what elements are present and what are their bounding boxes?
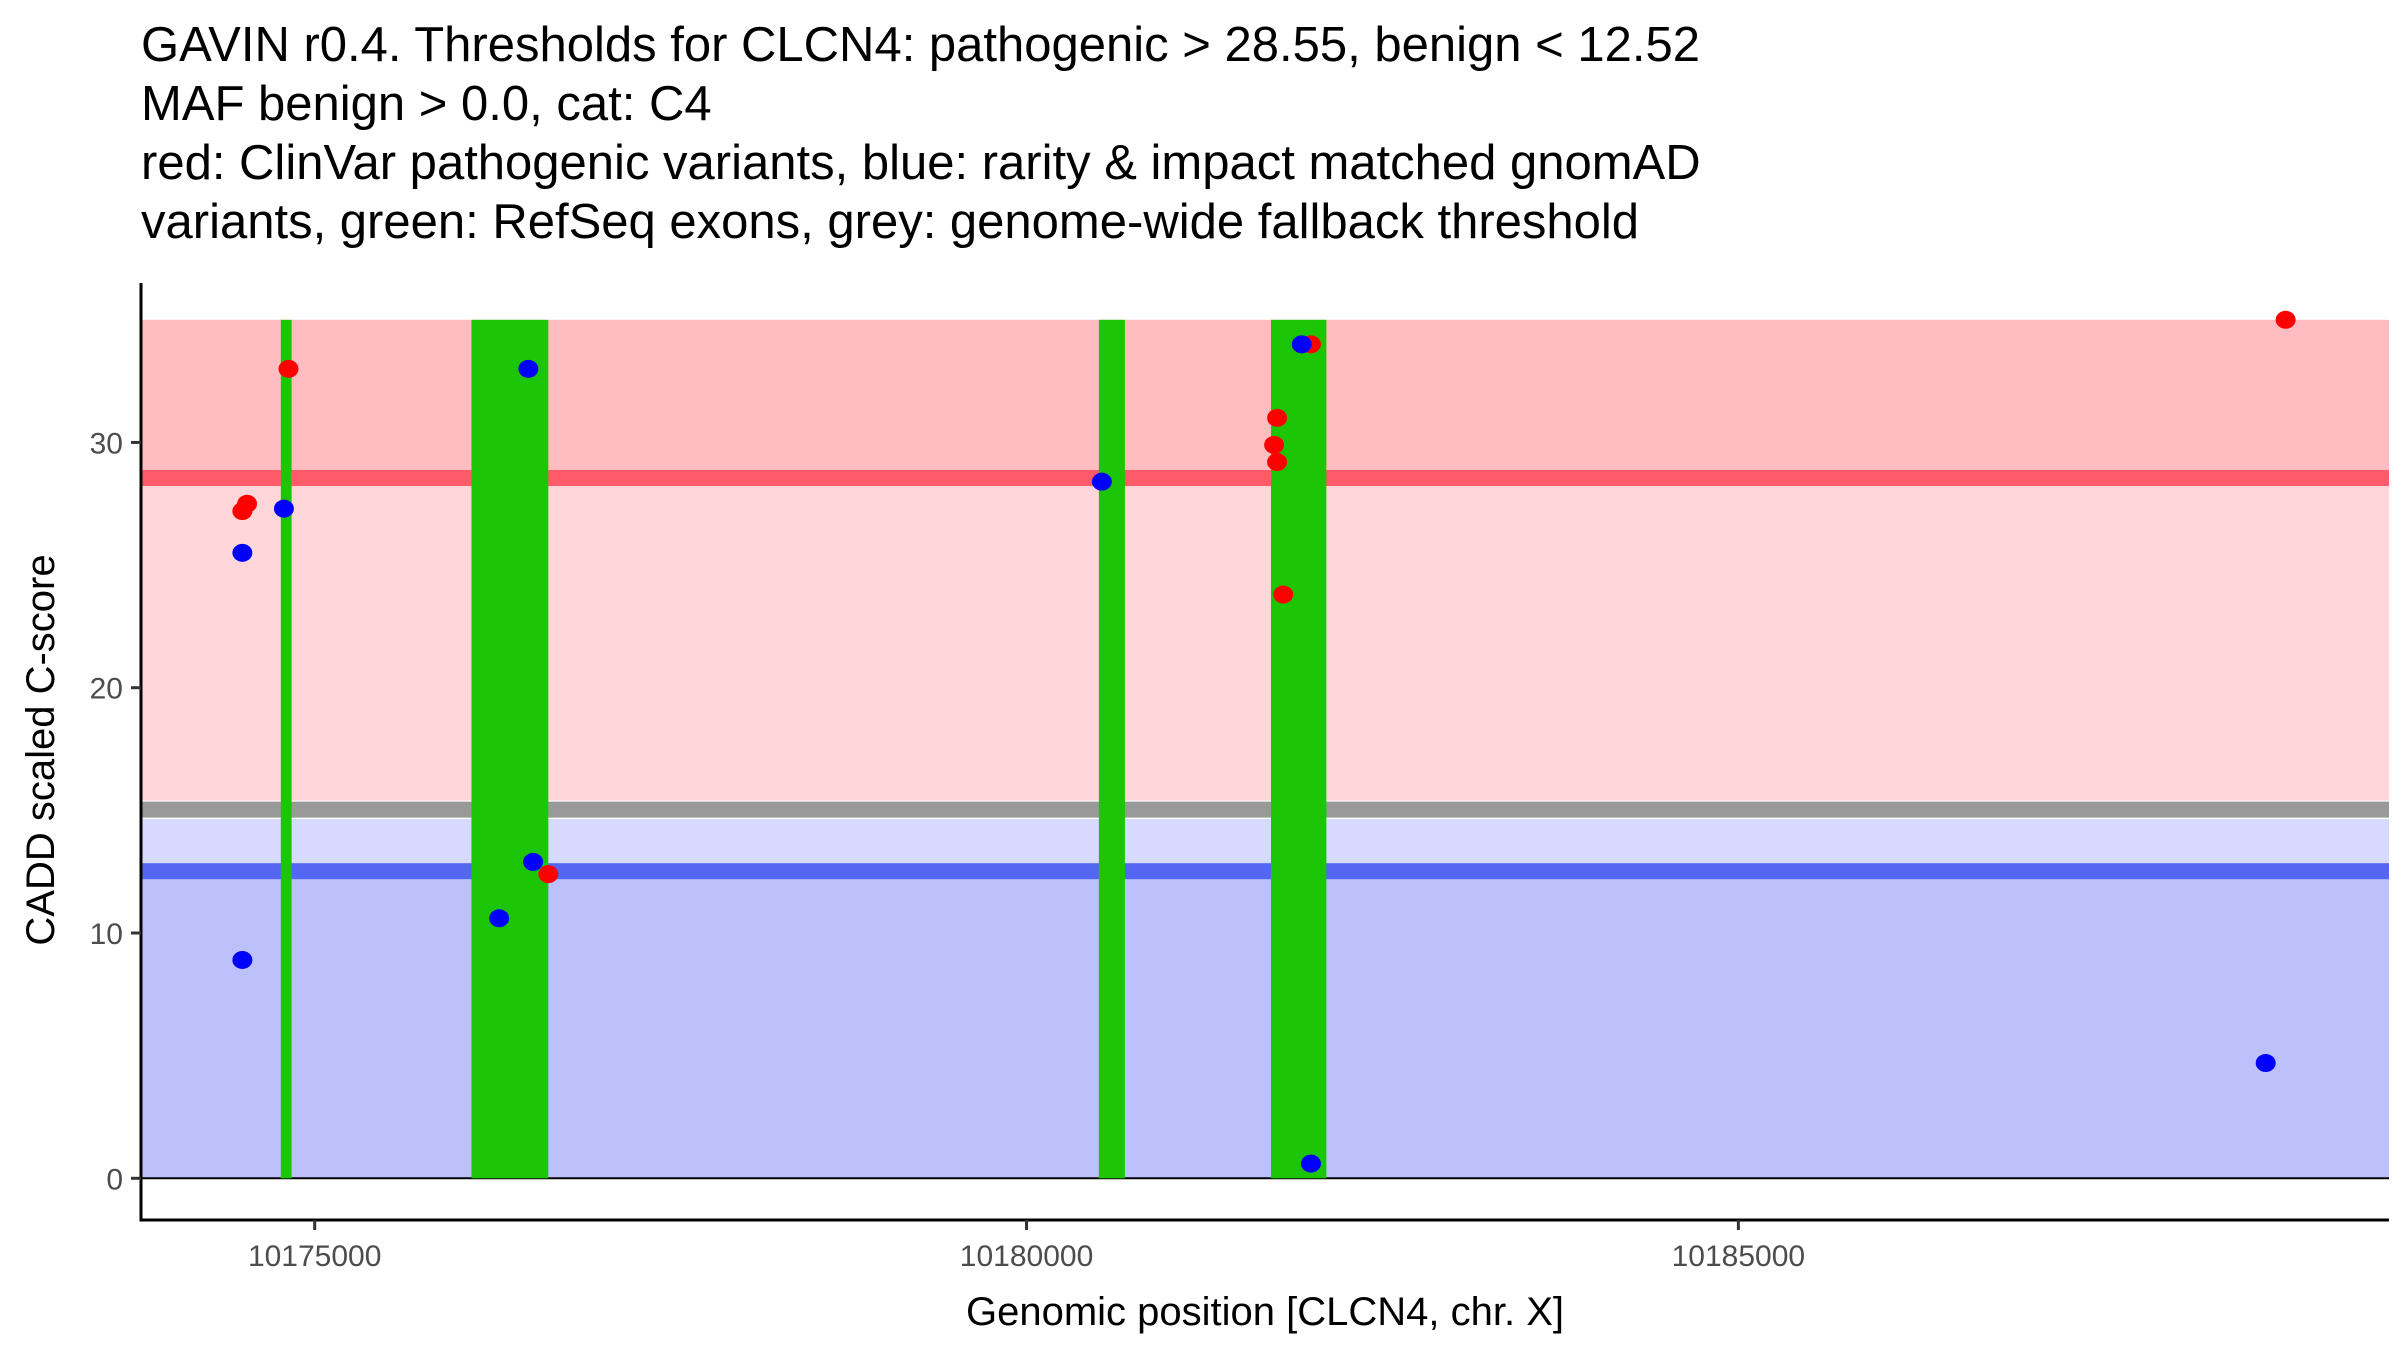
pathogenic-variant-point — [278, 359, 299, 378]
pathogenic-variant-point — [1267, 453, 1288, 472]
pathogenic-variant-point — [1264, 435, 1285, 454]
benign-variant-point — [1091, 472, 1112, 491]
pathogenic-variant-point — [538, 865, 559, 884]
benign-variant-point — [518, 359, 539, 378]
benign-variant-point — [232, 543, 253, 562]
chart-title: GAVIN r0.4. Thresholds for CLCN4: pathog… — [141, 18, 1701, 249]
benign-threshold-line — [141, 863, 2389, 880]
title-line-4: variants, green: RefSeq exons, grey: gen… — [141, 195, 1639, 249]
pathogenic-variant-point — [1273, 585, 1294, 604]
y-tick-label: 30 — [90, 427, 123, 460]
exon-bar — [1098, 319, 1125, 1179]
y-axis-title: CADD scaled C-score — [19, 554, 63, 945]
pathogenic-variant-point — [237, 494, 258, 513]
y-tick-label: 0 — [106, 1163, 123, 1196]
axes: 0 10 20 30 10175000 10180000 10185000 — [90, 283, 2389, 1273]
x-tick-label: 10185000 — [1672, 1240, 1805, 1273]
exon-bar — [280, 319, 292, 1179]
x-axis-title: Genomic position [CLCN4, chr. X] — [966, 1290, 1564, 1334]
pathogenic-variant-point — [2275, 310, 2296, 329]
y-tick-label: 20 — [90, 673, 123, 706]
fallback-threshold-line — [141, 801, 2389, 818]
benign-variant-point — [273, 499, 294, 518]
benign-variant-point — [489, 909, 510, 928]
title-line-1: GAVIN r0.4. Thresholds for CLCN4: pathog… — [141, 18, 1700, 72]
title-line-2: MAF benign > 0.0, cat: C4 — [141, 77, 712, 131]
exon-bar — [471, 319, 549, 1179]
benign-variant-point — [2255, 1054, 2276, 1073]
x-tick-label: 10180000 — [960, 1240, 1093, 1273]
benign-variant-point — [1291, 335, 1312, 354]
pathogenic-threshold-line — [141, 470, 2389, 487]
y-tick-label: 10 — [90, 918, 123, 951]
benign-variant-point — [232, 950, 253, 969]
benign-variant-point — [523, 852, 544, 871]
pathogenic-variant-point — [1267, 408, 1288, 427]
benign-variant-point — [1300, 1154, 1321, 1173]
x-tick-label: 10175000 — [248, 1240, 381, 1273]
title-line-3: red: ClinVar pathogenic variants, blue: … — [141, 136, 1701, 190]
plot-area — [141, 310, 2389, 1180]
